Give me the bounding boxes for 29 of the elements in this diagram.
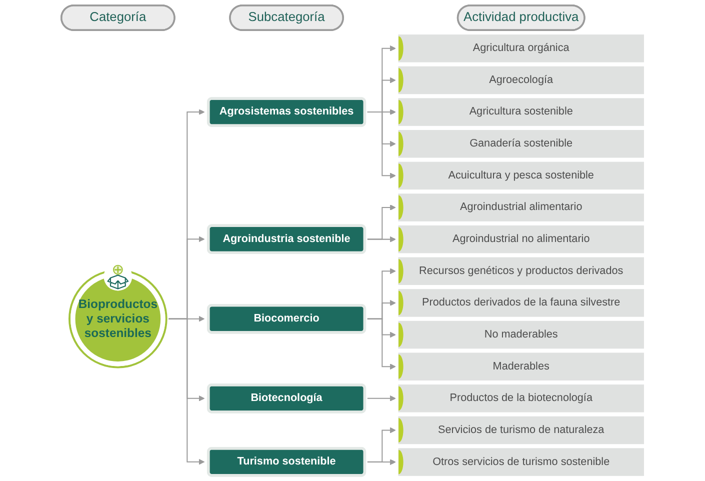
- column-header-pill: Actividad productiva: [456, 4, 586, 31]
- arrow: [367, 459, 396, 466]
- arrow: [367, 236, 396, 242]
- activity-box: Otros servicios de turismo sostenible: [398, 448, 644, 476]
- activity-box: Agricultura orgánica: [398, 34, 644, 62]
- column-header-pill: Categoría: [60, 4, 176, 31]
- activity-box: Maderables: [398, 352, 644, 380]
- arrow: [367, 112, 396, 179]
- activity-box: Productos de la biotecnología: [398, 384, 644, 412]
- arrow: [168, 318, 205, 465]
- activity-box: Agricultura sostenible: [398, 98, 644, 126]
- column-header-pill: Subcategoría: [229, 4, 344, 31]
- arrow: [367, 318, 396, 370]
- subcategory-box: Agroindustria sostenible: [206, 224, 366, 254]
- activity-box: Productos derivados de la fauna silvestre: [398, 289, 644, 317]
- activity-box: Recursos genéticos y productos derivados: [398, 257, 644, 286]
- activity-box: Servicios de turismo de naturaleza: [398, 416, 644, 444]
- subcategory-box: Biotecnología: [206, 384, 366, 414]
- arrow: [367, 395, 396, 402]
- subcategory-box: Turismo sostenible: [206, 446, 366, 477]
- subcategory-box: Agrosistemas sostenibles: [206, 97, 366, 127]
- subcategory-box: Biocomercio: [206, 304, 366, 334]
- activity-box: Ganadería sostenible: [398, 130, 644, 158]
- arrow: [367, 204, 396, 240]
- activity-box: Acuicultura y pesca sostenible: [398, 162, 644, 190]
- activity-box: Agroindustrial no alimentario: [398, 225, 644, 254]
- activity-box: No maderables: [398, 320, 644, 349]
- activity-box: Agroindustrial alimentario: [398, 194, 644, 222]
- activity-box: Agroecología: [398, 66, 644, 94]
